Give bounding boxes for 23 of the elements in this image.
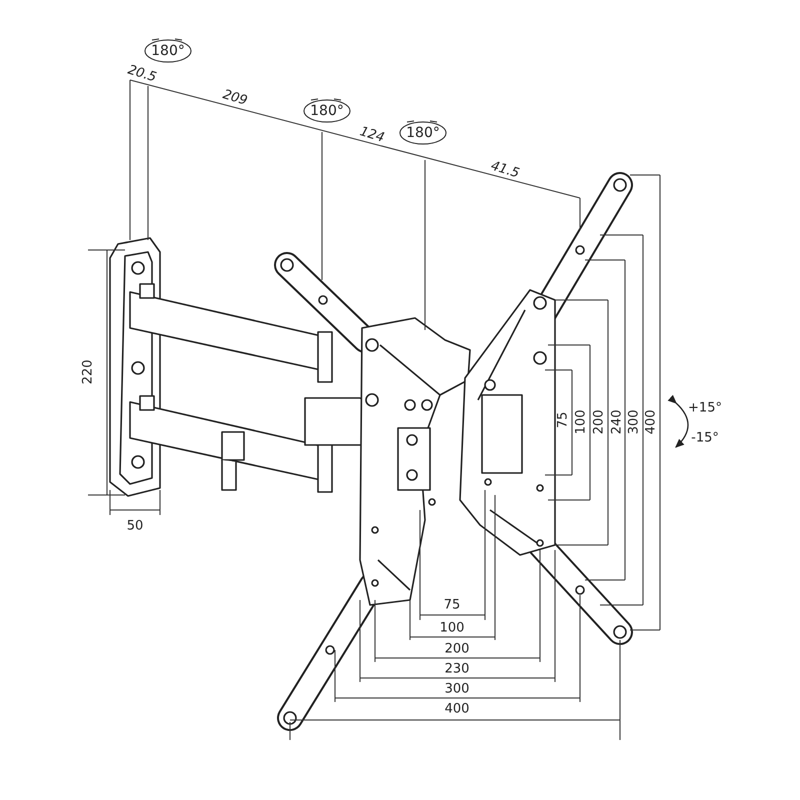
dimension-label: 200 bbox=[444, 642, 470, 656]
dimension-label: 20.5 bbox=[126, 64, 158, 84]
rotation-label: 180° bbox=[151, 44, 185, 58]
dimension-label: 209 bbox=[221, 88, 249, 108]
rotation-label: 180° bbox=[406, 126, 440, 140]
angle-label: -15° bbox=[691, 432, 719, 444]
dimension-label: 200 bbox=[592, 410, 606, 434]
dimension-label: 400 bbox=[644, 410, 658, 434]
dimension-label: 50 bbox=[126, 520, 144, 532]
rotation-label: 180° bbox=[310, 104, 344, 118]
dimension-label: 75 bbox=[556, 412, 570, 428]
dimension-label: 300 bbox=[444, 682, 470, 696]
dimension-label: 400 bbox=[444, 702, 470, 716]
dimension-label: 230 bbox=[444, 662, 470, 676]
dimension-label: 124 bbox=[358, 125, 386, 145]
dimension-label: 300 bbox=[628, 410, 640, 434]
dimension-label: 100 bbox=[440, 622, 464, 634]
dimension-label: 75 bbox=[444, 598, 460, 612]
angle-label: +15° bbox=[688, 402, 722, 414]
dimension-label: 41.5 bbox=[489, 160, 521, 180]
dimension-label: 220 bbox=[82, 360, 94, 384]
dimension-label: 240 bbox=[610, 410, 624, 434]
dimension-label: 100 bbox=[574, 410, 588, 434]
